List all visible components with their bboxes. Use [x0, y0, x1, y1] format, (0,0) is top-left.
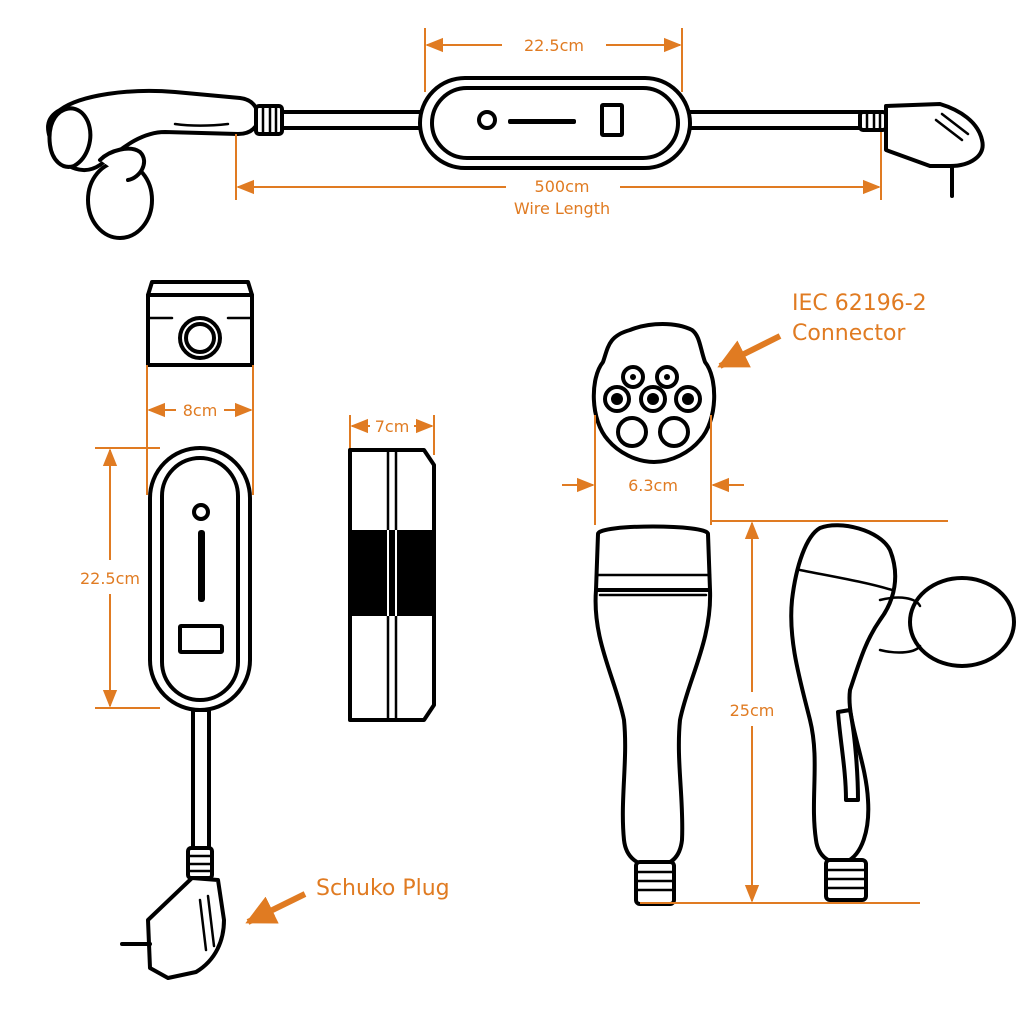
- front-width-label: 8cm: [183, 401, 218, 420]
- schuko-plug-bottom: [120, 846, 226, 980]
- control-box-length-label: 22.5cm: [524, 36, 584, 55]
- wire-length-caption: Wire Length: [514, 199, 610, 218]
- control-box-front-view: 8cm 22.5cm: [80, 280, 254, 980]
- charging-handle-top: [46, 88, 284, 240]
- connector-handle-side: [789, 523, 1016, 902]
- front-height-label: 22.5cm: [80, 569, 140, 588]
- connector-callout-line2: Connector: [792, 321, 906, 346]
- wire-length-value: 500cm: [535, 177, 590, 196]
- schuko-plug-top: [858, 102, 985, 198]
- connector-callout-arrow: [717, 333, 782, 369]
- cable-right: [686, 110, 864, 130]
- schuko-callout-arrow: [245, 891, 307, 925]
- connector-width-label: 6.3cm: [628, 476, 678, 495]
- cable-left: [280, 110, 432, 130]
- control-box-top: [418, 76, 692, 170]
- control-box-end-view: [146, 280, 254, 367]
- top-cable-view: 22.5cm 500cm Wire Length: [46, 28, 985, 240]
- connector-callout-line1: IEC 62196-2: [792, 291, 927, 316]
- status-led-icon: [477, 110, 497, 130]
- handle-length-label: 25cm: [730, 701, 775, 720]
- connector-handle-front: [593, 524, 713, 906]
- side-depth-label: 7cm: [375, 417, 410, 436]
- front-led-icon: [192, 503, 210, 521]
- control-box-side-view: 7cm: [348, 415, 436, 722]
- connector-face: [591, 322, 717, 464]
- schuko-plug-callout: Schuko Plug: [316, 876, 450, 901]
